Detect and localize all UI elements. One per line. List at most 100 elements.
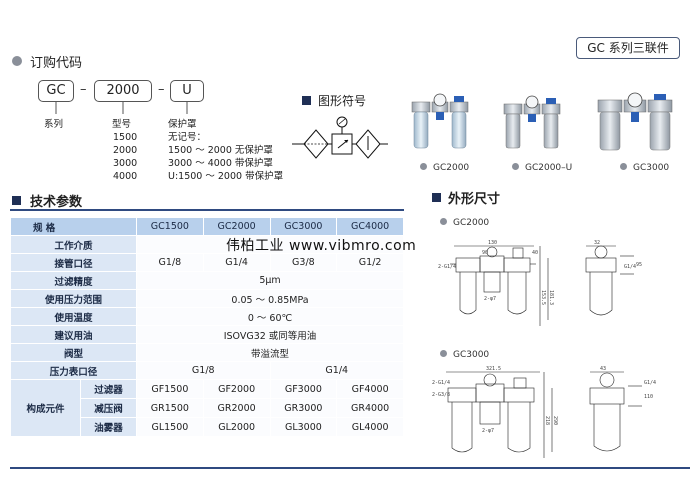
bullet-icon xyxy=(512,163,519,170)
row-value: G1/4 xyxy=(269,361,404,380)
bullet-icon xyxy=(440,350,447,357)
components-label: 构成元件 xyxy=(10,379,81,437)
product-label-gc2000u: GC2000–U xyxy=(512,163,572,173)
order-code-title: 订购代码 xyxy=(30,56,83,71)
row-value: ISOVG32 或同等用油 xyxy=(136,325,404,344)
row-label: 过滤精度 xyxy=(10,271,137,290)
component-value: GF1500 xyxy=(136,379,204,399)
dim-text: 2-G3/8 xyxy=(432,392,450,398)
row-value: G1/8 xyxy=(136,253,204,272)
component-value: GF3000 xyxy=(269,379,338,399)
dim-text: 40 xyxy=(532,250,538,256)
guard-title: 保护罩 xyxy=(168,119,197,130)
table-row: 构成元件 过滤器 GF1500 GF2000 GF3000 GF4000 xyxy=(10,379,404,437)
table-row: 油雾器 GL1500 GL2000 GL3000 GL4000 xyxy=(11,417,404,437)
row-value: 0 ～ 60℃ xyxy=(136,307,404,326)
model-label: 型号 xyxy=(112,119,132,130)
gc2000-dimension-drawing: 130 90 40 2-G1/4 G1/4 2-φ7 153.5 181.3 3… xyxy=(438,240,642,326)
spec-title-rule xyxy=(10,209,404,211)
section-bullet-icon xyxy=(12,56,22,66)
dim-text: 2-φ7 xyxy=(482,428,494,434)
product-label-gc2000: GC2000 xyxy=(420,163,469,173)
table-row: 阀型 带溢流型 xyxy=(10,343,404,362)
dim-text: G1/4 xyxy=(624,264,636,270)
row-value: 带溢流型 xyxy=(136,343,404,362)
dim-text: 2-G1/4 xyxy=(438,264,456,270)
row-label: 使用温度 xyxy=(10,307,137,326)
dim-text: 321.5 xyxy=(486,366,501,372)
row-value: G1/8 xyxy=(136,361,271,380)
component-value: GF4000 xyxy=(336,379,404,399)
table-row: 接管口径 G1/8 G1/4 G3/8 G1/2 xyxy=(10,253,404,272)
table-row: 建议用油 ISOVG32 或同等用油 xyxy=(10,325,404,344)
table-row: 过滤精度 5μm xyxy=(10,271,404,290)
dim-text: 43 xyxy=(600,366,606,372)
row-label: 使用压力范围 xyxy=(10,289,137,308)
row-label: 工作介质 xyxy=(10,235,137,254)
row-value: 5μm xyxy=(136,271,404,290)
component-value: GL3000 xyxy=(269,417,338,437)
dim-text: 110 xyxy=(644,394,653,400)
table-row: 使用温度 0 ～ 60℃ xyxy=(10,307,404,326)
guard-line: 1500 ～ 2000 无保护罩 xyxy=(168,145,273,156)
header-model: GC1500 xyxy=(136,217,204,236)
component-value: GF2000 xyxy=(202,379,271,399)
header-model: GC2000 xyxy=(202,217,271,236)
component-name: 减压阀 xyxy=(80,398,137,418)
code-box-model: 2000 xyxy=(94,80,152,102)
component-name: 过滤器 xyxy=(80,379,137,399)
dim-text: 90 xyxy=(482,250,488,256)
header-label: 规 格 xyxy=(10,217,137,236)
row-label: 接管口径 xyxy=(10,253,137,272)
row-value: G1/4 xyxy=(202,253,271,272)
model-4000: 4000 xyxy=(113,171,138,182)
bullet-icon xyxy=(620,163,627,170)
spec-square-icon xyxy=(12,196,21,205)
guard-line: 3000 ～ 4000 带保护罩 xyxy=(168,158,273,169)
table-header-row: 规 格 GC1500 GC2000 GC3000 GC4000 xyxy=(10,217,404,236)
code-dash: – xyxy=(158,82,165,97)
model-1500: 1500 xyxy=(113,132,138,143)
dim-text: 153.5 xyxy=(540,290,546,305)
bullet-icon xyxy=(420,163,427,170)
row-label: 压力表口径 xyxy=(10,361,137,380)
component-value: GL4000 xyxy=(336,417,404,437)
series-badge: GC 系列三联件 xyxy=(576,37,680,59)
component-value: GR1500 xyxy=(136,398,204,418)
pneumatic-symbol-icon xyxy=(292,116,388,159)
code-leader-lines xyxy=(55,102,188,114)
code-dash: – xyxy=(80,82,87,97)
model-2000: 2000 xyxy=(113,145,138,156)
component-value: GR4000 xyxy=(336,398,404,418)
dimensions-square-icon xyxy=(432,193,441,202)
product-photos xyxy=(411,92,673,151)
row-value: G1/2 xyxy=(336,253,404,272)
guard-line: 无记号： xyxy=(168,132,207,143)
row-value: 0.05 ～ 0.85MPa xyxy=(136,289,404,308)
dim-text: 181.3 xyxy=(548,290,554,305)
gc2000-unit xyxy=(411,93,469,149)
component-value: GR3000 xyxy=(269,398,338,418)
component-value: GR2000 xyxy=(202,398,271,418)
dim-text: G1/4 xyxy=(644,380,656,386)
dim-text: 95 xyxy=(636,262,642,268)
component-value: GL2000 xyxy=(202,417,271,437)
header-model: GC4000 xyxy=(336,217,404,236)
dimension-label-gc2000: GC2000 xyxy=(440,218,489,228)
component-value: GL1500 xyxy=(136,417,204,437)
code-box-series: GC xyxy=(38,80,74,102)
row-label: 阀型 xyxy=(10,343,137,362)
code-box-guard: U xyxy=(170,80,204,102)
symbol-title: 图形符号 xyxy=(318,94,367,108)
spec-table: 规 格 GC1500 GC2000 GC3000 GC4000 工作介质 接管口… xyxy=(10,217,404,437)
dimensions-title: 外形尺寸 xyxy=(448,192,501,207)
product-label-gc3000: GC3000 xyxy=(620,163,669,173)
table-row: 减压阀 GR1500 GR2000 GR3000 GR4000 xyxy=(11,398,404,418)
dim-text: 2-G1/4 xyxy=(432,380,450,386)
component-name: 油雾器 xyxy=(80,417,137,437)
dim-text: 32 xyxy=(594,240,600,246)
series-label: 系列 xyxy=(44,119,64,130)
gc2000u-unit xyxy=(503,95,561,149)
bullet-icon xyxy=(440,218,447,225)
gc3000-dimension-drawing: 321.5 2-G1/4 2-G3/8 2-φ7 218 290 43 110 … xyxy=(432,366,656,458)
